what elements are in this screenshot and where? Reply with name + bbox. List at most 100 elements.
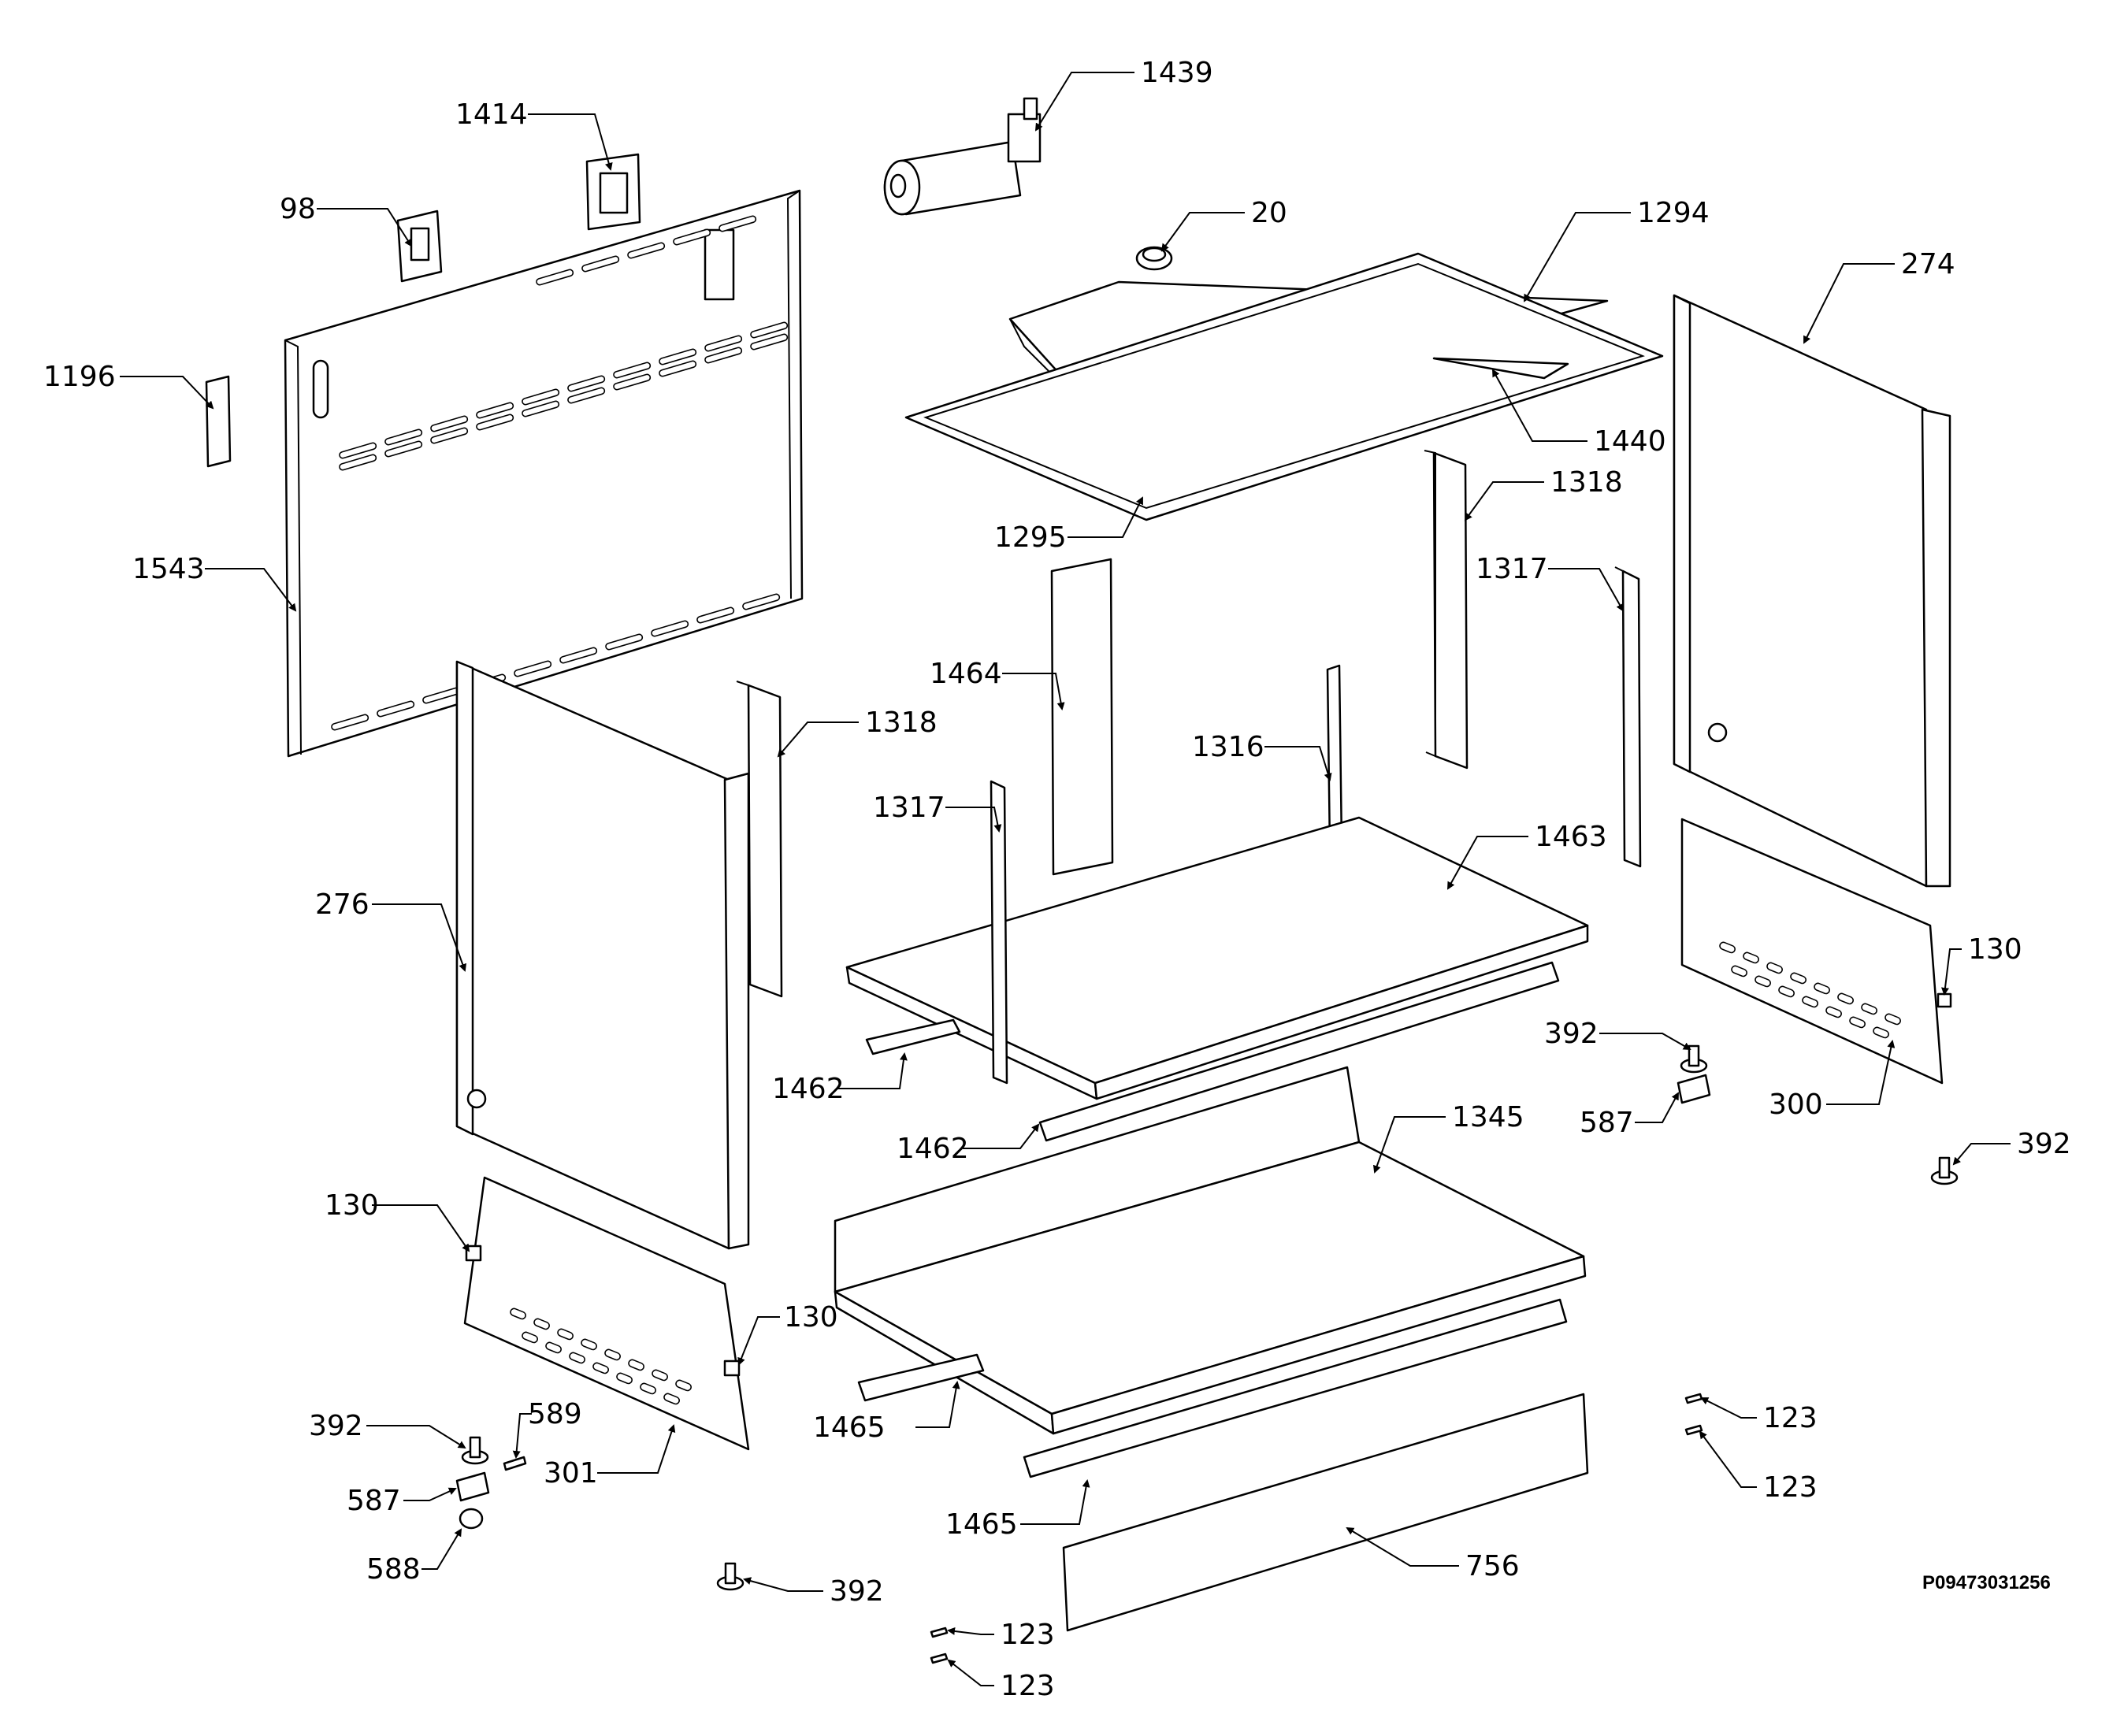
vent-slot <box>1731 965 1747 977</box>
top-frame-1295 <box>904 252 1664 521</box>
vent-slot <box>616 1372 633 1385</box>
vent-slot <box>628 1359 644 1371</box>
vent-slot <box>652 1369 668 1382</box>
callout-130-topright: 130 <box>1968 933 2022 966</box>
vent-slot <box>545 1341 562 1354</box>
callout-1318-lower: 1318 <box>865 707 938 739</box>
callout-123-c: 123 <box>1001 1619 1055 1651</box>
vent-slot <box>1814 982 1830 995</box>
callout-1317-left: 1317 <box>873 792 945 824</box>
vent-slot <box>1825 1006 1842 1018</box>
vent-slot <box>605 633 644 651</box>
callout-392-left: 392 <box>309 1410 363 1442</box>
callout-588: 588 <box>366 1553 421 1586</box>
panel-1464 <box>1050 558 1114 876</box>
vent-slot <box>719 215 757 232</box>
callout-276: 276 <box>315 888 369 921</box>
rail-1317-left <box>990 780 1008 1085</box>
callout-1464: 1464 <box>930 658 1002 690</box>
callout-123-d: 123 <box>1001 1670 1055 1702</box>
vent-slot <box>339 442 377 459</box>
vent-slot <box>559 647 598 664</box>
callout-1345: 1345 <box>1452 1101 1524 1133</box>
rail-1317-right <box>1614 566 1642 868</box>
vent-slot <box>675 1379 692 1392</box>
vent-slot <box>704 347 743 364</box>
hardware-parts <box>455 992 1959 1664</box>
vent-slot <box>514 660 552 677</box>
side-panel-276 <box>455 660 750 1250</box>
vent-slot <box>522 388 560 406</box>
side-panel-274 <box>1673 294 1951 888</box>
vent-slot <box>1802 996 1818 1008</box>
vent-slot <box>339 454 377 471</box>
base-plate-1463 <box>845 816 1589 1100</box>
callout-1440: 1440 <box>1594 425 1666 458</box>
vent-slot <box>1766 962 1783 974</box>
callout-123-a: 123 <box>1763 1402 1818 1434</box>
leader-lines <box>120 72 2011 1686</box>
vent-slot <box>476 414 514 431</box>
vent-slot <box>592 1362 609 1374</box>
callout-1316: 1316 <box>1192 731 1264 763</box>
vent-slot <box>384 428 423 446</box>
strip-1318-lower <box>736 681 783 998</box>
kickplate-756 <box>1062 1393 1589 1632</box>
callout-392-farright: 392 <box>2017 1128 2071 1160</box>
callout-587-left: 587 <box>347 1485 401 1517</box>
back-panel-1543 <box>284 189 804 758</box>
callout-130-middle: 130 <box>784 1301 838 1334</box>
vent-slot <box>750 321 789 339</box>
callout-123-b: 123 <box>1763 1471 1818 1504</box>
vent-slot <box>1719 941 1736 954</box>
callout-1439: 1439 <box>1141 57 1213 89</box>
callout-1463: 1463 <box>1535 821 1607 853</box>
vent-slot <box>750 333 789 351</box>
vent-slot <box>522 1331 538 1344</box>
strip-1318-upper <box>1424 450 1469 770</box>
vent-slot <box>557 1328 574 1341</box>
vent-slot <box>569 1352 585 1364</box>
callout-98: 98 <box>280 193 316 225</box>
callout-labels: 1439 1414 98 20 1294 274 1196 1440 1318 … <box>43 57 2071 1702</box>
vent-slot <box>430 427 469 444</box>
bracket-301 <box>463 1176 750 1451</box>
vent-slot <box>522 400 560 417</box>
vent-slot <box>659 360 697 377</box>
vent-slot <box>1884 1013 1901 1026</box>
vent-slot <box>384 440 423 458</box>
callout-1196: 1196 <box>43 361 116 393</box>
clip-98-part <box>396 210 443 283</box>
vent-slot <box>536 269 574 286</box>
vent-slot <box>430 415 469 432</box>
callout-274: 274 <box>1901 248 1955 280</box>
channel-1465-right <box>1023 1298 1568 1478</box>
vent-slot <box>613 373 652 391</box>
vent-slot <box>613 362 652 379</box>
callout-130-left: 130 <box>325 1189 379 1222</box>
drawing-code: P09473031256 <box>1922 1572 2051 1593</box>
vent-slot <box>604 1348 621 1361</box>
grommet-20-part <box>1135 246 1173 271</box>
vent-slot <box>1849 1016 1866 1029</box>
callout-1294: 1294 <box>1637 197 1710 229</box>
vent-slot <box>567 387 606 404</box>
vent-slot <box>581 1338 597 1351</box>
callout-587-right: 587 <box>1580 1107 1634 1139</box>
vent-slot <box>1837 992 1854 1005</box>
channel-1465-left <box>857 1353 985 1402</box>
vent-slot <box>640 1382 656 1395</box>
callout-1465-right: 1465 <box>945 1508 1018 1541</box>
callout-756: 756 <box>1465 1550 1520 1582</box>
channel-1462-left <box>865 1018 961 1055</box>
vent-slot <box>1743 951 1759 964</box>
vent-slot <box>704 335 743 352</box>
vent-slot <box>659 348 697 365</box>
vent-slot <box>476 402 514 419</box>
plate-1196-part <box>205 375 232 468</box>
callout-1543: 1543 <box>132 553 205 585</box>
fan-motor-part <box>883 97 1042 216</box>
vent-slot <box>510 1308 526 1320</box>
vent-slot <box>696 606 735 624</box>
vent-slot <box>651 620 689 637</box>
